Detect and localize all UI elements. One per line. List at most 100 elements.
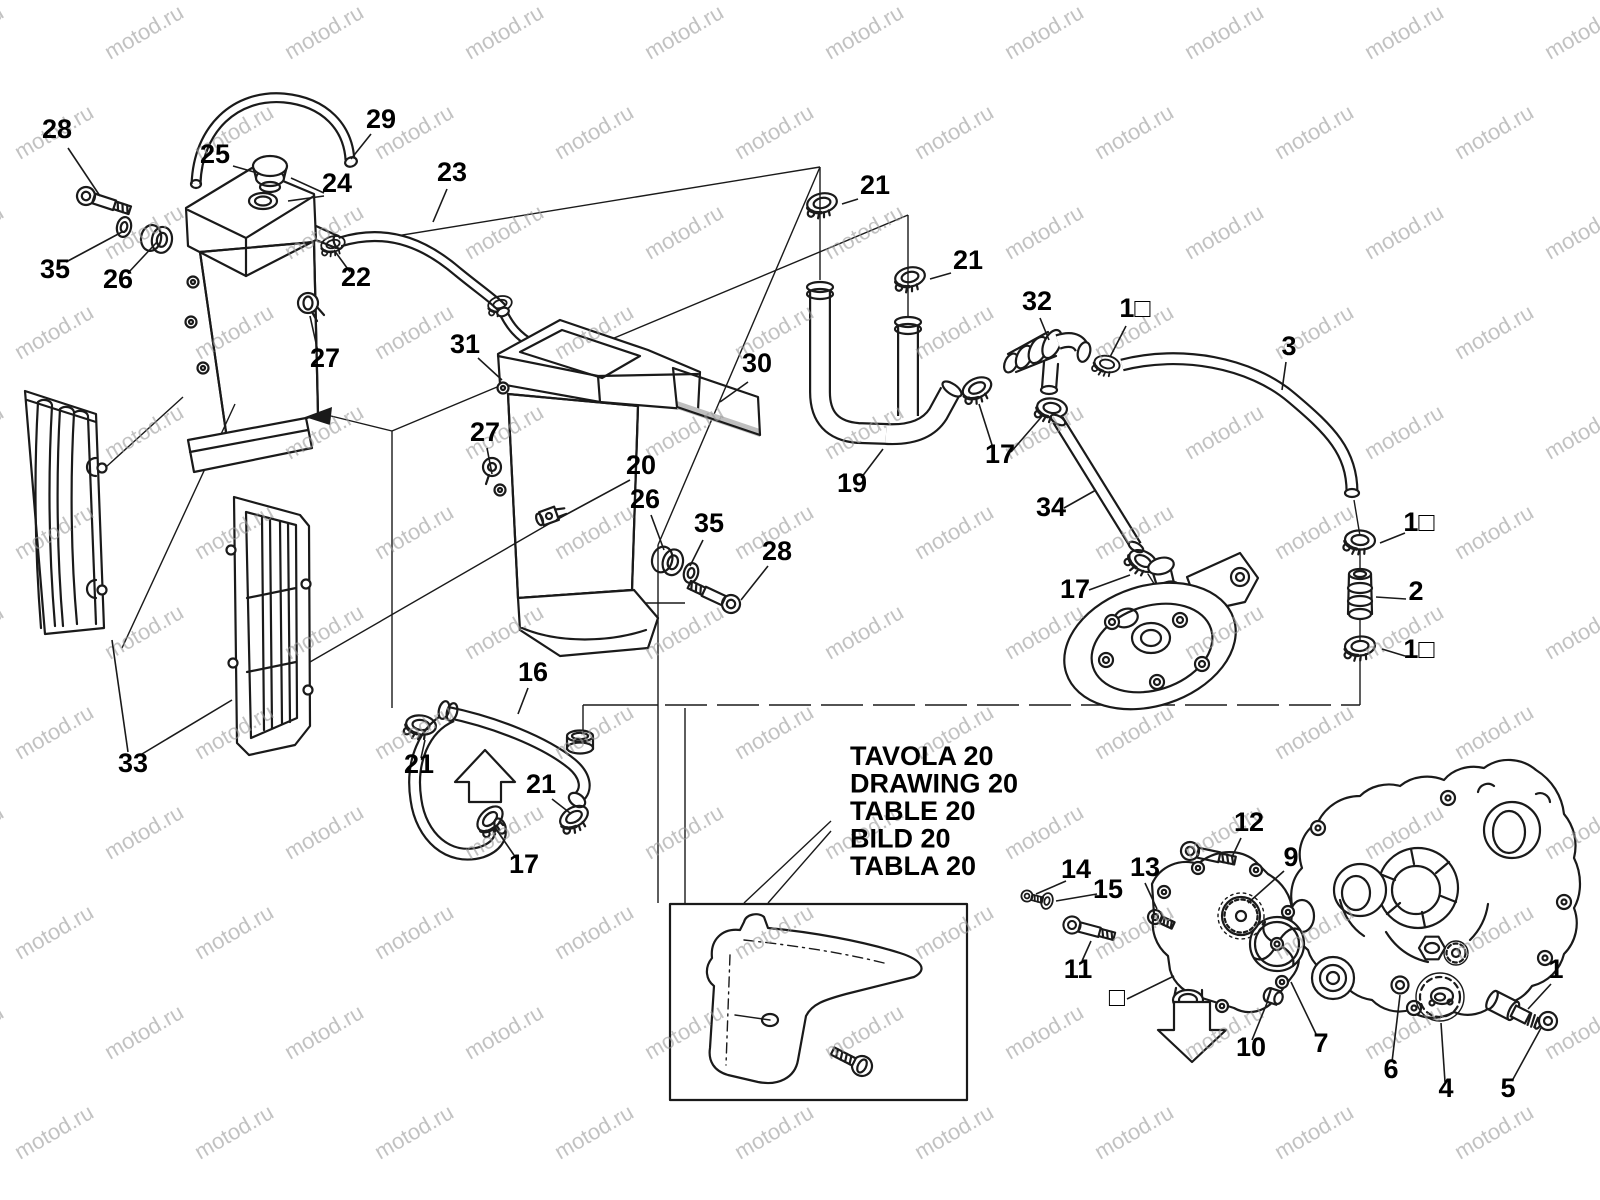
leader-line-1□	[1109, 325, 1127, 358]
part-label-2: 2	[1408, 576, 1423, 606]
part-label-33: 33	[118, 748, 148, 778]
part-label-28: 28	[762, 536, 792, 566]
plug-27	[296, 291, 326, 323]
expansion-tank	[705, 913, 923, 1085]
expansion-tank-inset	[668, 902, 969, 1102]
leader-line-11	[1081, 940, 1092, 962]
leader-line-17	[1088, 574, 1131, 591]
leader-line-17	[978, 403, 994, 449]
leader-line-24	[290, 177, 325, 194]
filler-neck-24	[247, 191, 279, 211]
thermostat-32	[1003, 328, 1092, 396]
leader-line-26	[650, 514, 665, 551]
part-label-13: 13	[1130, 852, 1160, 882]
screw-27	[481, 456, 503, 486]
leader-line-6	[1391, 994, 1401, 1063]
radiator-bottom-tank	[516, 588, 660, 658]
part-label-20: 20	[626, 450, 656, 480]
part-label-27: 27	[310, 343, 340, 373]
part-label-23: 23	[437, 157, 467, 187]
seal-6	[1390, 975, 1410, 995]
part-label-30: 30	[742, 348, 772, 378]
leader-line-30	[719, 381, 749, 403]
shaft-1	[1485, 989, 1543, 1030]
part-label-6: 6	[1383, 1054, 1398, 1084]
part-label-35: 35	[40, 254, 70, 284]
part-label-7: 7	[1313, 1028, 1328, 1058]
union-2	[1346, 567, 1374, 621]
part-label-35: 35	[694, 508, 724, 538]
leader-line-17	[493, 825, 517, 859]
direction-arrow-up	[453, 748, 517, 804]
left-radiator	[184, 92, 507, 474]
part-label-17: 17	[509, 849, 539, 879]
water-pump	[1150, 851, 1306, 1064]
leader-line-35	[689, 539, 704, 567]
part-label-12: 12	[1234, 807, 1264, 837]
drawing-number-line-2: TABLE 20	[850, 796, 976, 826]
part-label-26: 26	[103, 264, 133, 294]
part-label-19: 19	[837, 468, 867, 498]
leader-line-13	[1144, 882, 1158, 910]
part-label-24: 24	[322, 168, 352, 198]
leader-line-5	[1511, 1027, 1542, 1082]
part-label-15: 15	[1093, 874, 1123, 904]
part-label-box: □	[1109, 982, 1126, 1012]
part-label-26: 26	[630, 484, 660, 514]
radiator-bottom-tank	[186, 416, 314, 474]
leader-line-9	[1247, 870, 1285, 904]
leader-line-21	[551, 798, 571, 814]
part-label-22: 22	[341, 262, 371, 292]
radiator-top-tank	[496, 318, 702, 412]
pump-gear-9	[1217, 892, 1265, 940]
leader-line-35	[65, 231, 123, 263]
part-label-5: 5	[1500, 1073, 1515, 1103]
tank-screw	[829, 1046, 874, 1078]
part-label-21: 21	[404, 749, 434, 779]
part-label-1box: 1□	[1403, 507, 1435, 537]
leader-line-1	[1527, 983, 1552, 1010]
drawing-number-line-3: BILD 20	[850, 824, 951, 854]
part-label-27: 27	[470, 417, 500, 447]
drawing-number-line-4: TABLA 20	[850, 851, 976, 881]
leader-line-27	[486, 447, 493, 475]
radiator-cap-25	[251, 154, 289, 178]
part-label-10: 10	[1236, 1032, 1266, 1062]
leader-line-1□	[1379, 532, 1406, 544]
drawing-number-line-0: TAVOLA 20	[850, 741, 994, 771]
gear-4	[1415, 972, 1465, 1022]
part-label-21: 21	[953, 245, 983, 275]
leader-line-10	[1251, 1002, 1268, 1041]
part-label-31: 31	[450, 329, 480, 359]
leader-line-14	[1035, 880, 1067, 895]
leader-lines	[65, 133, 1552, 1083]
leader-line-4	[1440, 1022, 1446, 1083]
part-label-21: 21	[860, 170, 890, 200]
leader-line-24	[287, 195, 325, 202]
direction-arrow-down	[1156, 1000, 1228, 1064]
part-label-32: 32	[1022, 286, 1052, 316]
part-label-21: 21	[526, 769, 556, 799]
leader-line-22	[333, 249, 351, 273]
crankcase	[1256, 758, 1582, 1019]
leader-line-31	[477, 357, 503, 381]
assembly-arrow-left-radiator	[305, 407, 332, 425]
leader-line-7	[1290, 981, 1318, 1037]
leader-line-21	[929, 272, 952, 280]
leader-line-32	[1039, 317, 1050, 341]
leader-line-25	[232, 165, 255, 173]
leader-line-20	[555, 479, 631, 521]
leader-line-21	[841, 198, 859, 205]
part-label-1box: 1□	[1403, 634, 1435, 664]
leader-line-17	[1010, 413, 1045, 453]
leader-line-2	[1375, 596, 1407, 600]
sticker-30	[671, 366, 762, 437]
leader-line-33	[111, 639, 129, 753]
part-label-17: 17	[985, 439, 1015, 469]
washer-5	[1537, 1010, 1559, 1032]
leader-line-29	[350, 133, 372, 160]
cylinder-head	[1063, 551, 1260, 711]
impeller-7	[1248, 915, 1306, 973]
